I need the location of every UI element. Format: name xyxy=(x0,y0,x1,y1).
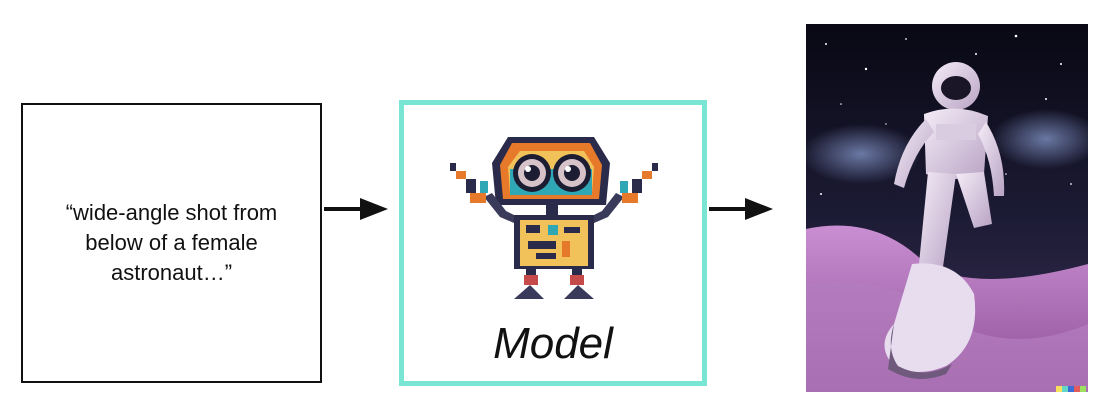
astronaut-figure xyxy=(884,62,1005,379)
model-box: Model xyxy=(399,100,707,386)
astronaut-output-image xyxy=(806,24,1088,392)
arrow-model-to-output xyxy=(709,198,773,220)
watermark-strip xyxy=(1056,386,1086,392)
model-label: Model xyxy=(493,319,613,368)
robot-icon xyxy=(450,137,658,299)
prompt-box: “wide-angle shot from below of a female … xyxy=(21,103,322,383)
prompt-text: “wide-angle shot from below of a female … xyxy=(65,200,278,285)
arrow-prompt-to-model xyxy=(324,198,388,220)
